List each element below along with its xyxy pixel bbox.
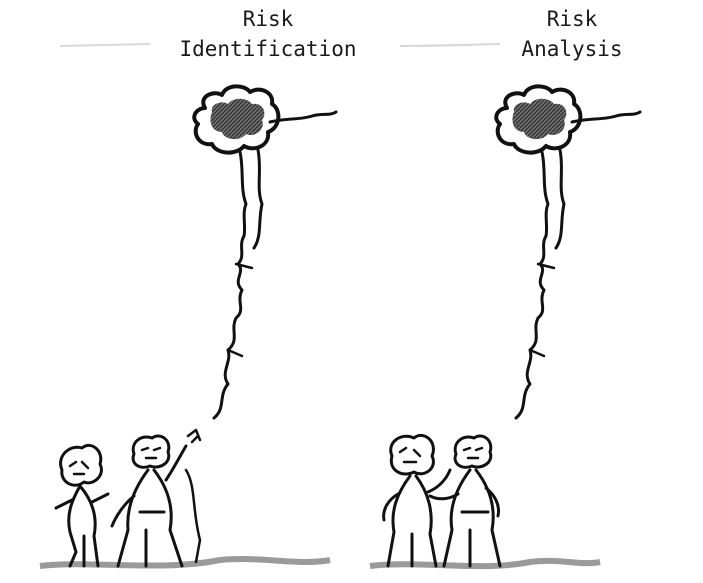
caption-risk-analysis: Risk Analysis [484, 4, 660, 64]
caption-left-line1: Risk [242, 7, 294, 31]
caption-risk-identification: Risk Identification [150, 4, 386, 64]
person-left-2 [110, 434, 202, 568]
risk-analysis-panel [369, 43, 642, 570]
person-left-1 [54, 443, 110, 568]
caption-right-line1: Risk [546, 7, 598, 31]
person-right-1 [382, 433, 452, 568]
risk-identification-panel [39, 43, 471, 569]
descending-cord-right [514, 150, 550, 420]
person-right-2 [428, 434, 502, 568]
caption-left-line2: Identification [179, 37, 357, 61]
storm-cloud-icon [192, 84, 338, 155]
ground-line-right [369, 557, 601, 570]
storm-cloud-icon-right [494, 84, 642, 155]
caption-right-line2: Analysis [521, 37, 623, 61]
descending-cord [212, 150, 248, 420]
